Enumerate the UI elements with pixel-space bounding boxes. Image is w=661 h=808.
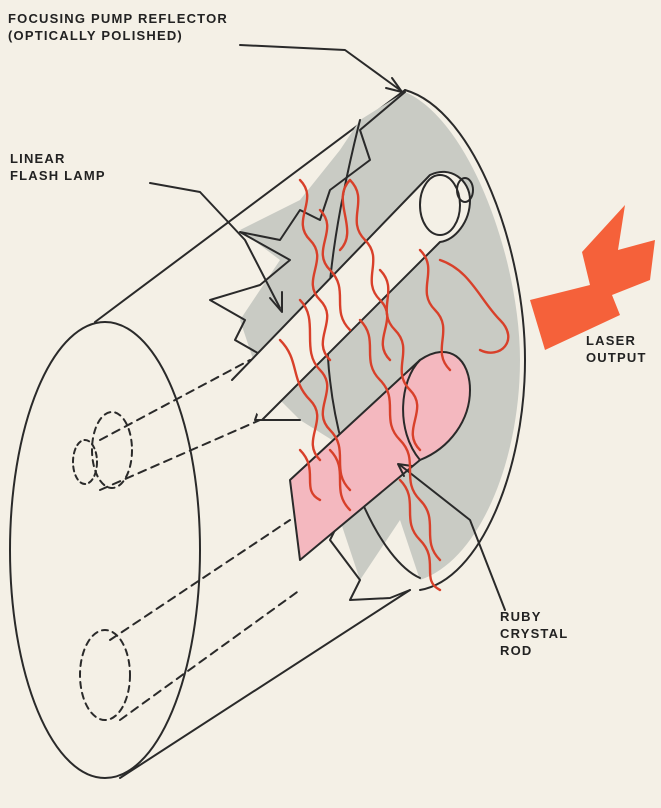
lamp-hidden-end [92, 412, 132, 488]
front-end-cap [10, 322, 200, 778]
rod-hidden-end [80, 630, 130, 720]
ruby-rod-label: RUBY CRYSTAL ROD [500, 608, 568, 659]
rod-hidden-lines [110, 520, 300, 720]
laser-output-label: LASER OUTPUT [586, 332, 647, 366]
reflector-label: FOCUSING PUMP REFLECTOR (OPTICALLY POLIS… [8, 10, 228, 44]
flash-lamp-end [420, 175, 460, 235]
reflector-leader [240, 45, 400, 90]
flash-lamp-label: LINEAR FLASH LAMP [10, 150, 106, 184]
laser-beam [530, 205, 655, 350]
